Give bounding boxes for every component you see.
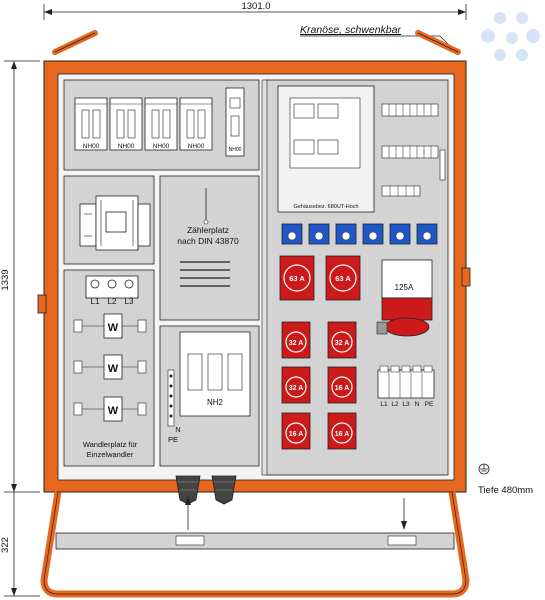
phase-indicator-lamps: [85, 275, 139, 299]
terminal-strips: [381, 103, 439, 197]
socket-32a-2-label: 32 A: [335, 340, 350, 347]
socket-63a-left-label: 63 A: [289, 274, 305, 283]
crane-eye-label: Kranöse, schwenkbar: [300, 24, 401, 36]
meter-place-grille: [180, 188, 230, 287]
nh-fuse-label-2: NH00: [118, 143, 135, 150]
socket-32a-2: [327, 321, 357, 359]
socket-16a-2: [281, 412, 311, 450]
socket-63a-right-label: 63 A: [335, 274, 351, 283]
socket-16a-3-label: 16 A: [335, 431, 350, 438]
height-dimension: [4, 60, 40, 493]
terminal-label-l2: L2: [391, 401, 399, 408]
earth-icon: [478, 463, 490, 475]
phase-label-l1: L1: [91, 297, 100, 306]
crane-lug-left: [52, 30, 98, 55]
width-dimension: [43, 4, 467, 20]
nh-fuse-label-1: NH00: [83, 143, 100, 150]
terminal-label-pe: PE: [425, 401, 434, 408]
socket-32a-3-label: 32 A: [289, 385, 304, 392]
socket-63a-right: [325, 255, 361, 301]
sub-housing: [277, 85, 375, 213]
panel-meter: [159, 175, 260, 321]
terminal-label-n: N: [415, 401, 420, 408]
handle-left: [37, 294, 47, 314]
height-dimension-label: 1339: [0, 269, 11, 290]
nh-small-label: NH00: [229, 147, 242, 153]
phase-label-l3: L3: [125, 297, 134, 306]
transformer-label-w1: W: [108, 322, 119, 334]
n-pe-busbar: [167, 369, 175, 427]
socket-32a-3: [281, 366, 311, 404]
n-label: N: [175, 425, 180, 434]
terminal-label-l1: L1: [380, 401, 388, 408]
terminal-block: [377, 365, 435, 399]
schuko-sockets: [281, 223, 438, 245]
door-hinge: [261, 79, 268, 476]
base-dimension: [4, 492, 40, 597]
base-frame: [40, 491, 470, 598]
base-dimension-label: 322: [0, 537, 11, 553]
transformer-label-w3: W: [108, 405, 119, 417]
meter-place-label-2: nach DIN 43870: [177, 236, 239, 246]
transformer-mounts: [73, 313, 147, 422]
nh2-fuse: [179, 331, 251, 417]
handle-right: [461, 267, 471, 287]
nh-fuse-label-3: NH00: [153, 143, 170, 150]
transformer-place-label-2: Einzelwandler: [87, 450, 134, 459]
nh-fuse-row: [74, 97, 213, 151]
meter-place-label-1: Zählerplatz: [187, 225, 229, 235]
socket-63a-left: [279, 255, 315, 301]
phase-label-l2: L2: [108, 297, 117, 306]
logo-icon: [481, 12, 540, 61]
terminal-label-l3: L3: [402, 401, 410, 408]
socket-16a-1: [327, 366, 357, 404]
nh2-label: NH2: [207, 398, 224, 407]
nh-fuse-label-4: NH00: [188, 143, 205, 150]
socket-125a-label: 125A: [395, 283, 414, 292]
socket-125a: [376, 259, 433, 337]
crane-lug-right: [415, 30, 461, 55]
socket-16a-1-label: 16 A: [335, 385, 350, 392]
socket-16a-3: [327, 412, 357, 450]
housing-label: Gehäusebez. 680UT-Hoch: [293, 204, 358, 210]
transformer-place-label-1: Wandlerplatz für: [83, 440, 138, 449]
door-handle: [439, 149, 446, 181]
socket-32a-1-label: 32 A: [289, 340, 304, 347]
width-dimension-label: 1301.0: [241, 1, 270, 12]
socket-16a-2-label: 16 A: [289, 431, 304, 438]
depth-label: Tiefe 480mm: [478, 485, 533, 496]
pe-label: PE: [168, 435, 178, 444]
nh-small-disconnector: [225, 87, 245, 157]
main-switch: [79, 195, 151, 251]
transformer-label-w2: W: [108, 363, 119, 375]
cable-glands: [175, 475, 237, 505]
socket-32a-1: [281, 321, 311, 359]
